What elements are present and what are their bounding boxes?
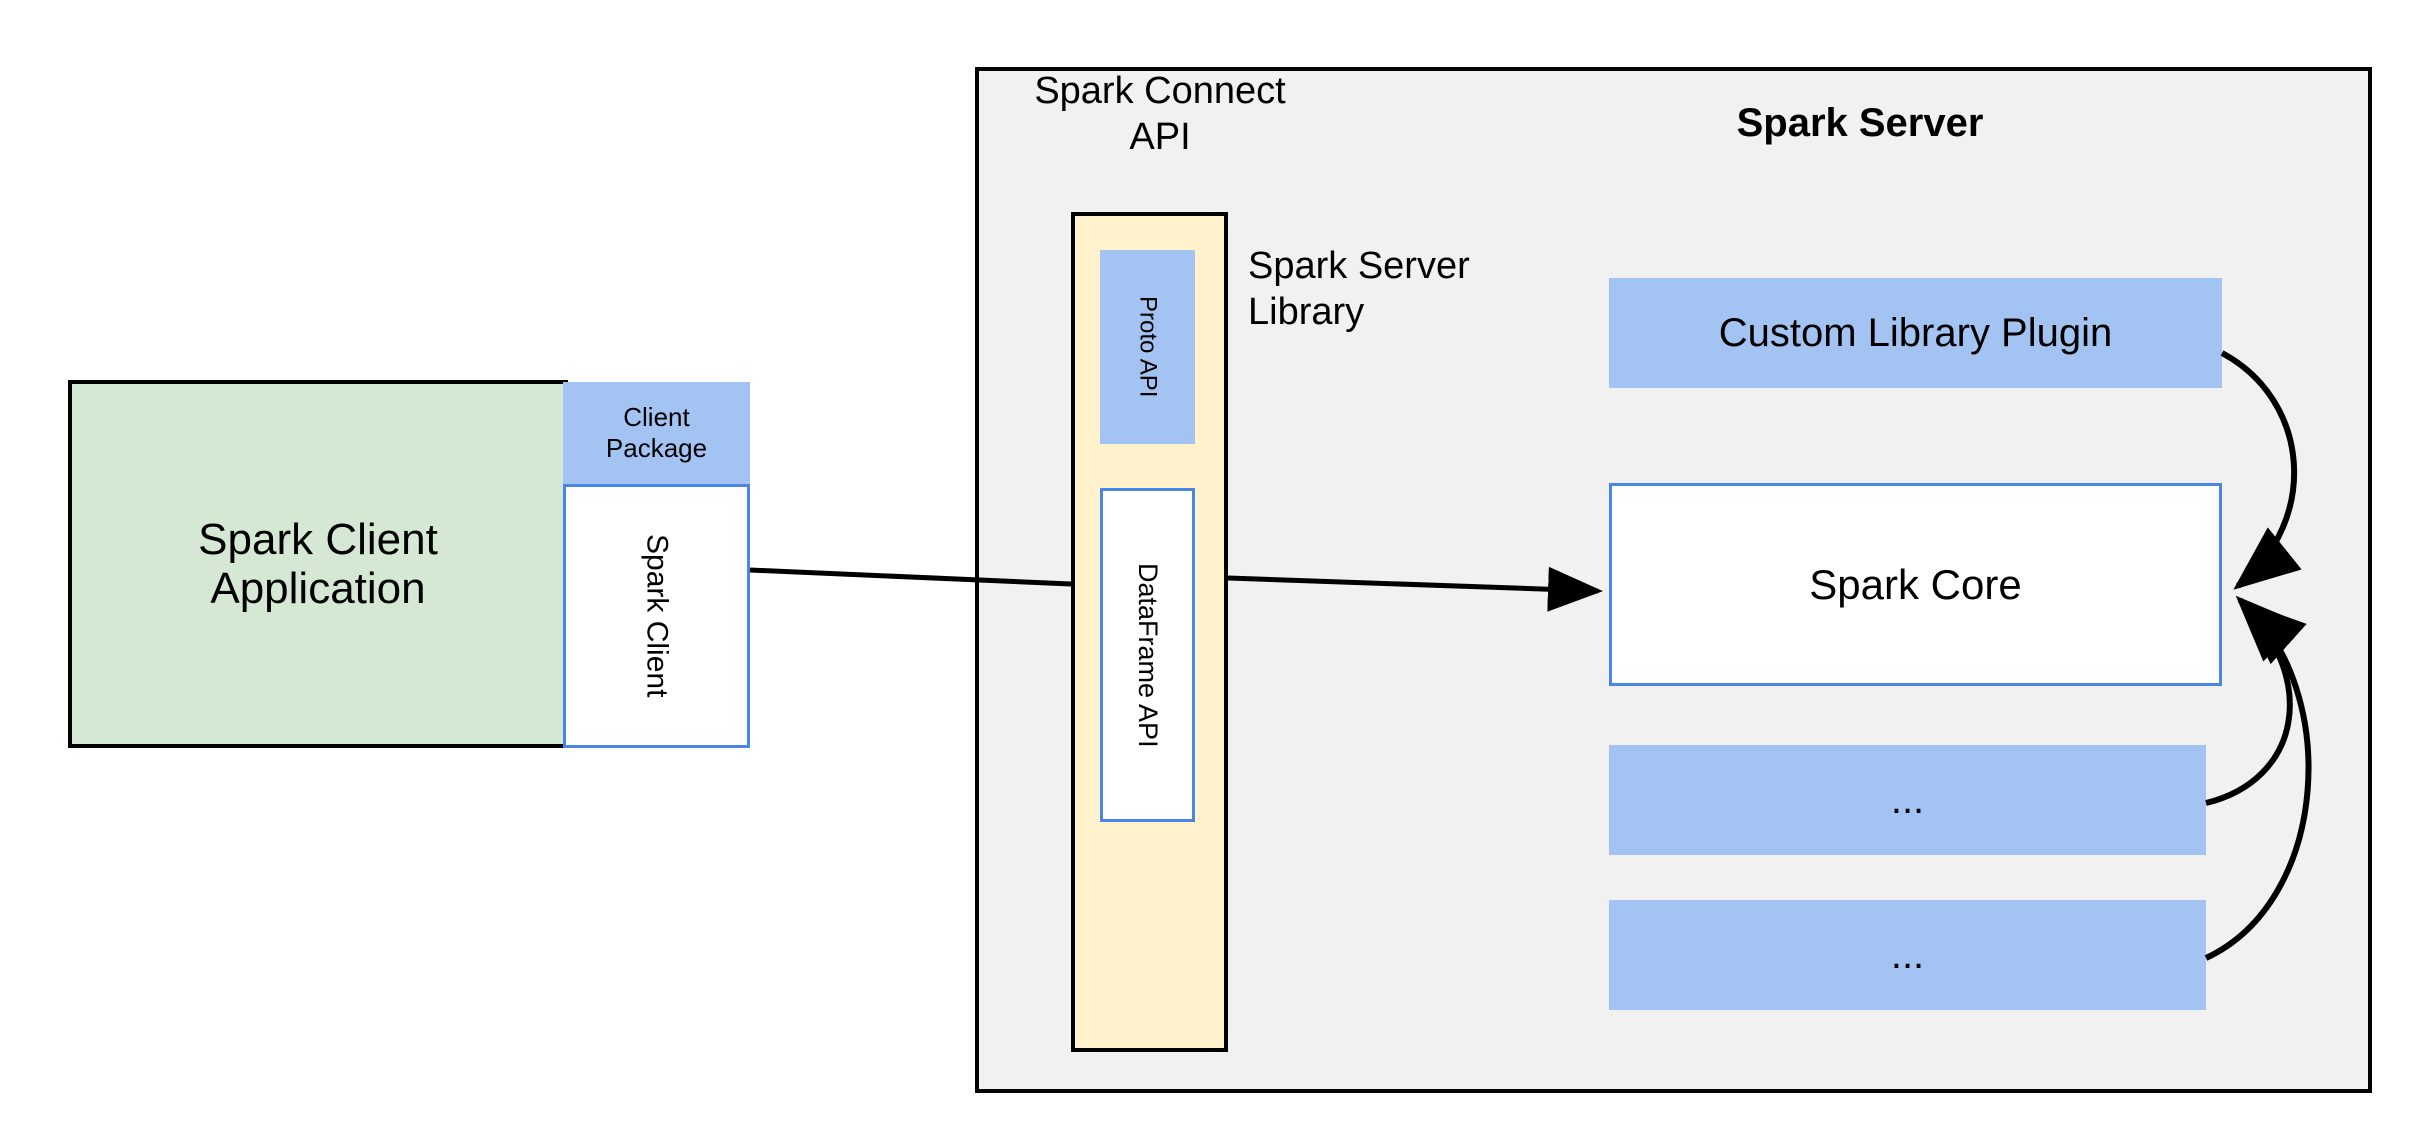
proto-api-box[interactable]: Proto API xyxy=(1100,250,1195,444)
server-block-ellipsis-2-label: ... xyxy=(1890,932,1925,977)
spark-server-library-label: Spark Server Library xyxy=(1248,245,1538,335)
spark-client-box[interactable]: Spark Client xyxy=(563,484,750,748)
spark-client-application-label: Spark Client Application xyxy=(198,515,438,614)
spark-connect-api-label: Spark Connect API xyxy=(1020,70,1300,160)
spark-client-application-label-line2: Application xyxy=(210,564,426,613)
custom-library-plugin-label: Custom Library Plugin xyxy=(1718,310,2113,355)
spark-core-box[interactable]: Spark Core xyxy=(1609,483,2222,686)
spark-connect-api-label-line1: Spark Connect xyxy=(1034,70,1286,113)
custom-library-plugin-box[interactable]: Custom Library Plugin xyxy=(1609,278,2222,388)
dataframe-api-label: DataFrame API xyxy=(1133,562,1163,748)
spark-connect-api-label-line2: API xyxy=(1129,116,1191,158)
client-package-label-line2: Package xyxy=(605,433,708,463)
proto-api-label: Proto API xyxy=(1134,296,1162,398)
spark-client-application-box[interactable]: Spark Client Application xyxy=(68,380,568,748)
server-block-ellipsis-1-label: ... xyxy=(1890,777,1925,822)
spark-core-label: Spark Core xyxy=(1809,560,2022,608)
spark-connect-api-label-inner: Spark Connect API xyxy=(1034,69,1285,160)
spark-server-library-label-line2: Library xyxy=(1248,291,1365,333)
client-package-label-line1: Client xyxy=(623,402,690,433)
client-package-box[interactable]: Client Package xyxy=(563,382,750,484)
spark-client-label: Spark Client xyxy=(640,534,674,698)
spark-server-title: Spark Server xyxy=(1736,100,1984,145)
spark-server-library-label-inner: Spark Server Library xyxy=(1248,244,1470,335)
client-package-label: Client Package xyxy=(606,402,707,463)
spark-server-library-label-line1: Spark Server xyxy=(1248,245,1470,288)
server-block-ellipsis-1[interactable]: ... xyxy=(1609,745,2206,855)
dataframe-api-box[interactable]: DataFrame API xyxy=(1100,488,1195,822)
spark-client-application-label-line1: Spark Client xyxy=(198,514,438,564)
server-block-ellipsis-2[interactable]: ... xyxy=(1609,900,2206,1010)
